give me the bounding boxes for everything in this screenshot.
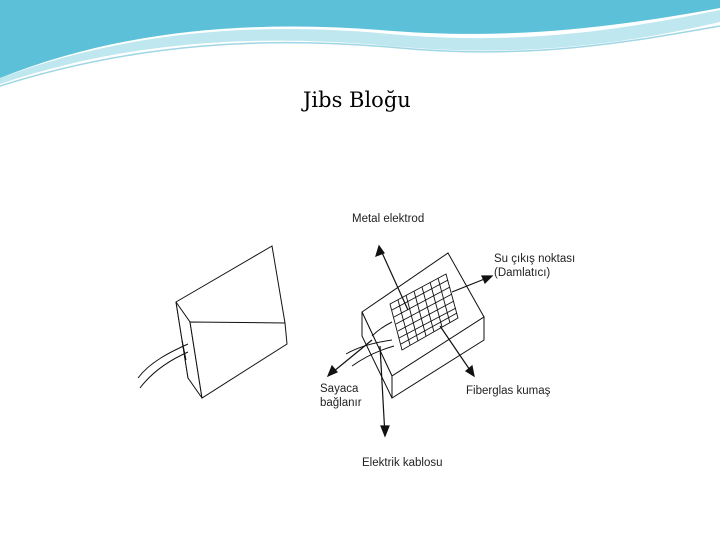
- header-swoosh-light: [0, 10, 720, 84]
- leader-arrows: [326, 244, 494, 438]
- label-metal-electrode: Metal elektrod: [352, 213, 425, 225]
- right-block: [345, 252, 485, 399]
- left-block: [137, 245, 288, 399]
- right-block-cable: [345, 321, 395, 367]
- label-electric-cable: Elektrik kablosu: [362, 457, 443, 469]
- label-counter-line1: Sayaca: [320, 383, 359, 395]
- left-block-cable: [137, 339, 189, 389]
- arrow-electric-cable: [379, 345, 386, 437]
- mesh-grid: [389, 273, 459, 351]
- header-swoosh-line: [0, 25, 720, 87]
- label-fiberglass: Fiberglas kumaş: [466, 385, 551, 397]
- arrow-fiberglass: [439, 325, 475, 377]
- label-water-outlet: Su çıkış noktası (Damlatıcı): [494, 252, 575, 280]
- left-block-side: [189, 321, 288, 399]
- label-water-outlet-line1: Su çıkış noktası: [494, 253, 576, 265]
- label-water-outlet-line2: (Damlatıcı): [494, 267, 551, 279]
- arrow-metal-electrode: [378, 245, 409, 311]
- header-decoration: [0, 0, 720, 87]
- header-swoosh-dark: [0, 0, 720, 78]
- right-block-side: [391, 316, 485, 399]
- label-counter: Sayaca bağlanır: [320, 382, 362, 410]
- label-counter-line2: bağlanır: [320, 397, 362, 409]
- slide-title: Jibs Bloğu: [303, 88, 411, 112]
